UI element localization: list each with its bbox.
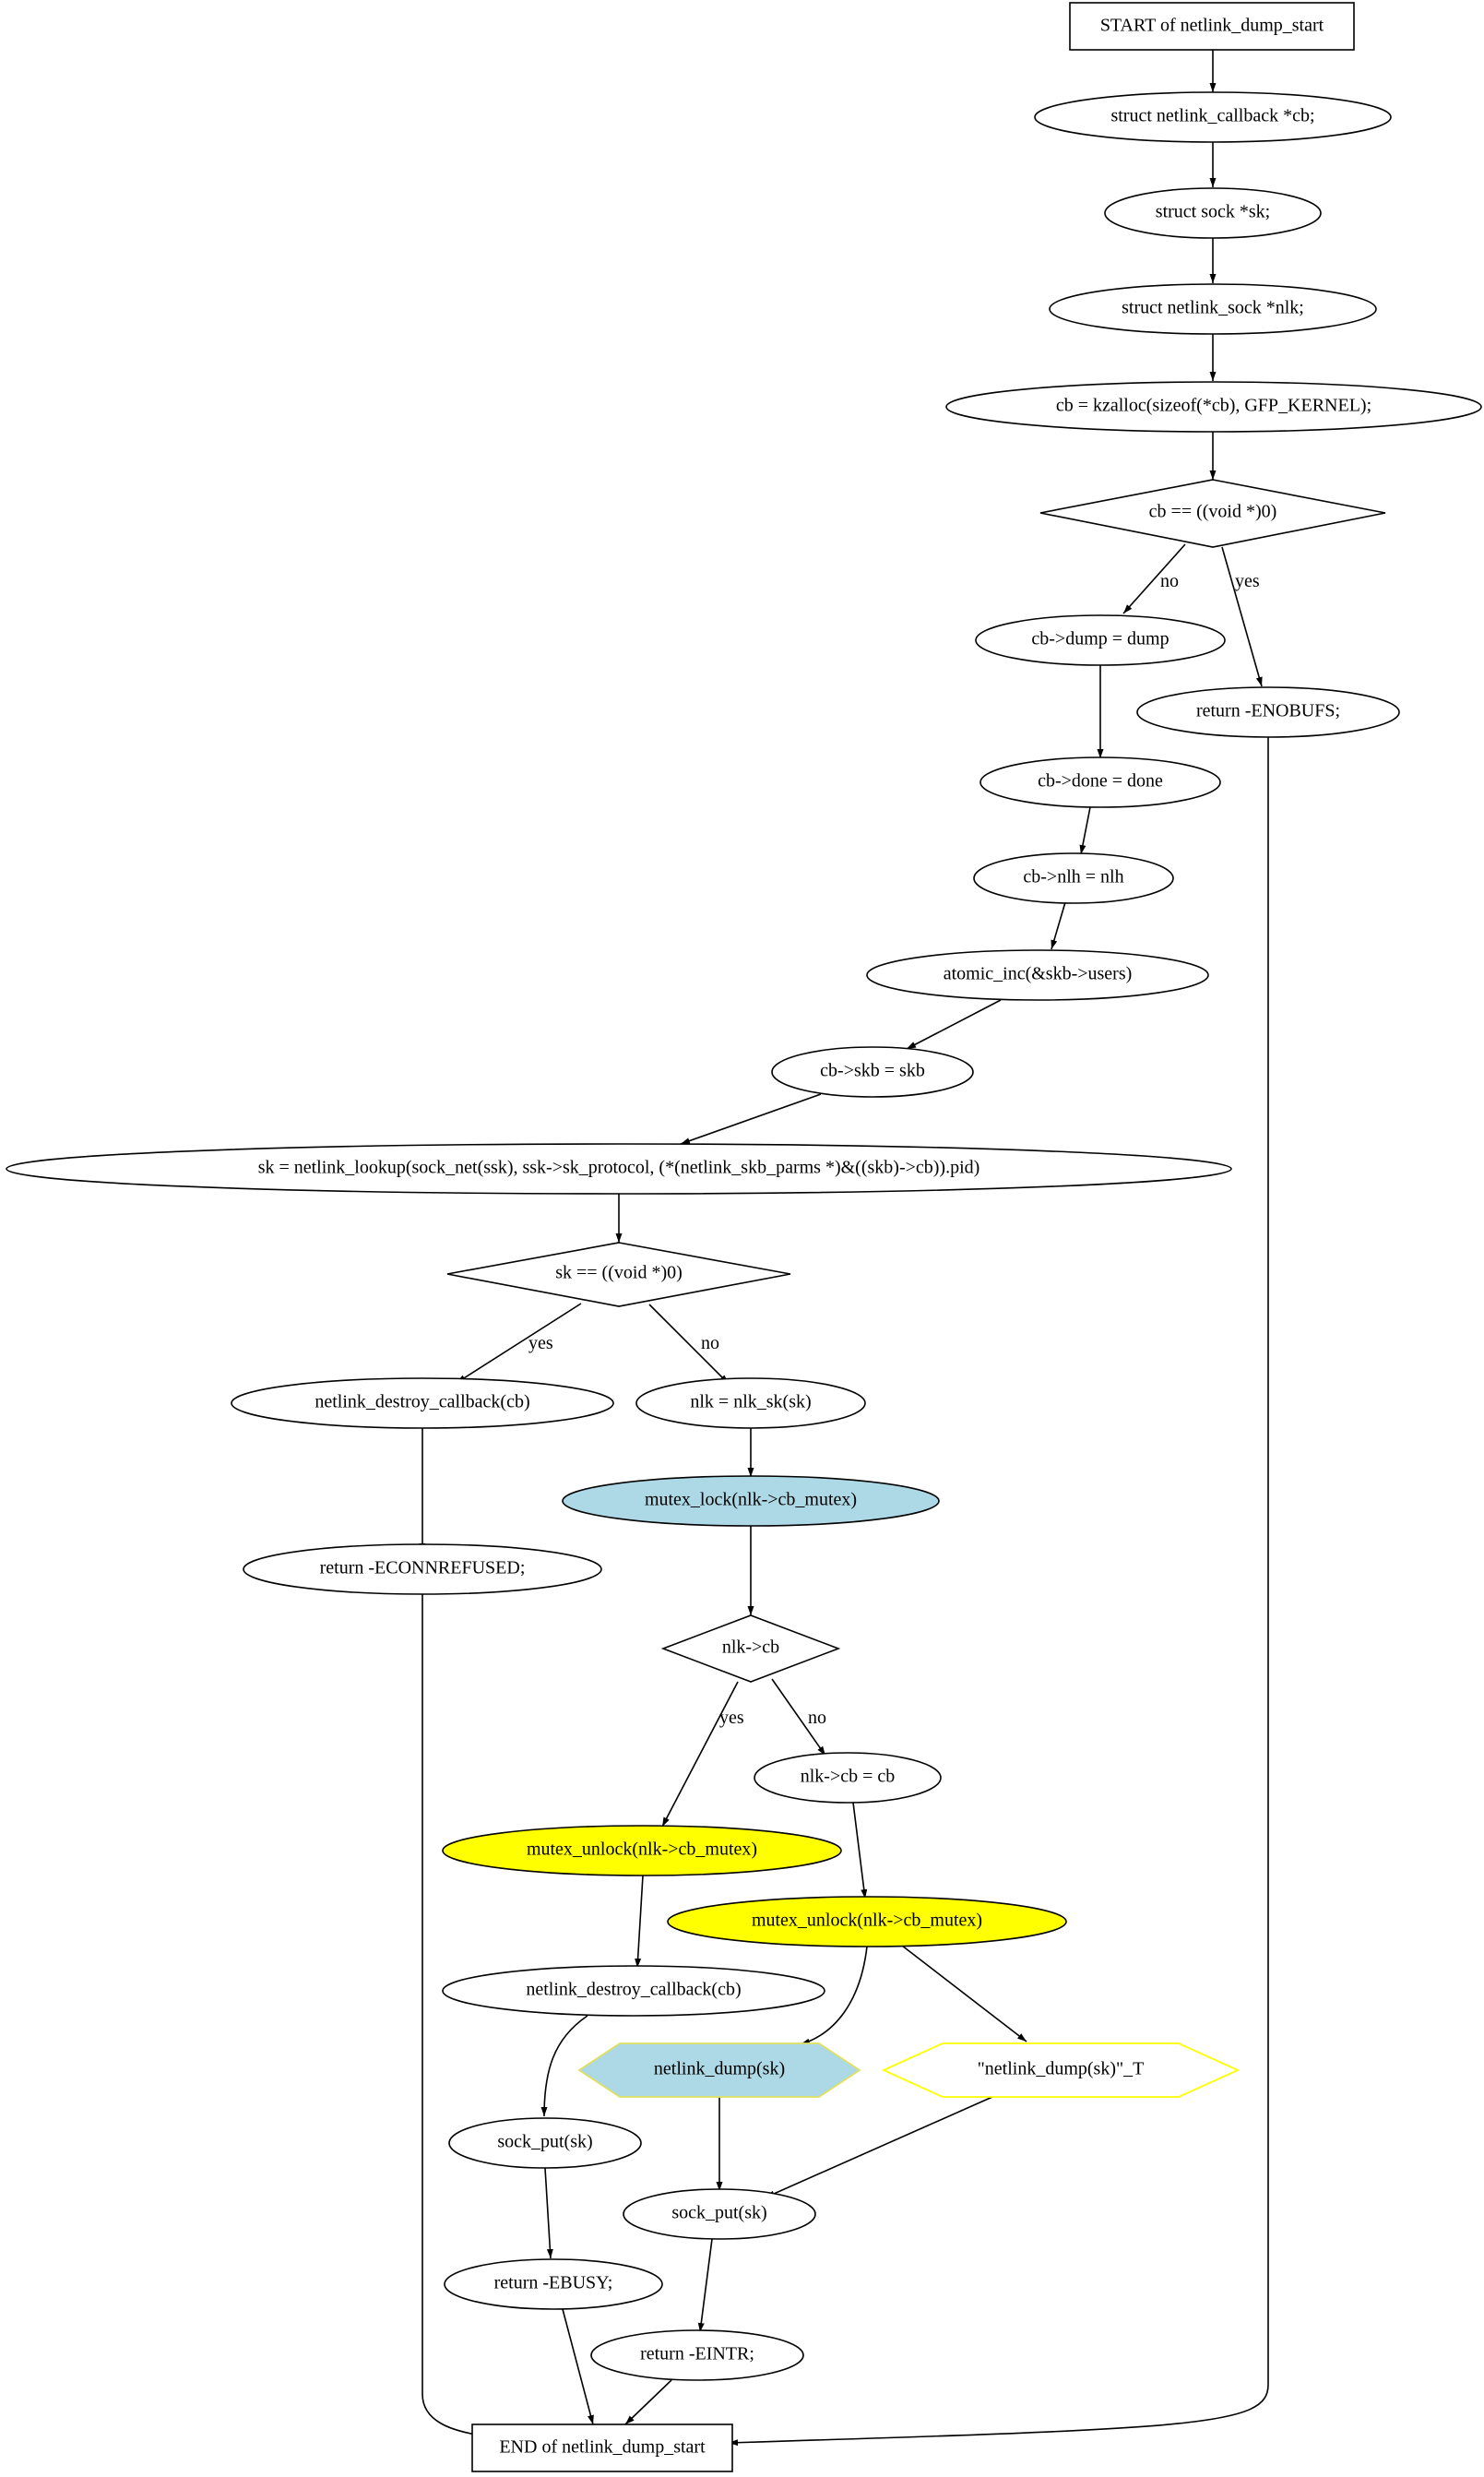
node-set-skb-label: cb->skb = skb <box>820 1061 925 1081</box>
node-dump-sk-label: netlink_dump(sk) <box>654 2059 785 2079</box>
node-sock-put-2-label: sock_put(sk) <box>671 2203 766 2223</box>
node-end: END of netlink_dump_start <box>471 2423 733 2472</box>
node-mutex-lock-label: mutex_lock(nlk->cb_mutex) <box>645 1490 857 1510</box>
edge-cb-null-no <box>1122 543 1186 614</box>
node-start-label: START of netlink_dump_start <box>1100 16 1324 36</box>
edge-nlk-cb-yes <box>661 1681 739 1828</box>
node-cb-null: cb == ((void *)0) <box>1039 479 1386 548</box>
node-mutex-lock: mutex_lock(nlk->cb_mutex) <box>562 1475 940 1527</box>
node-alloc-cb-label: cb = kzalloc(sizeof(*cb), GFP_KERNEL); <box>1056 396 1371 416</box>
edge-atomic-to-set-skb <box>906 999 1002 1050</box>
edge-set-nlh-to-atomic <box>1051 901 1066 950</box>
node-sk-null: sk == ((void *)0) <box>446 1242 791 1307</box>
node-dump-sk-t: "netlink_dump(sk)"_T <box>881 2042 1241 2098</box>
node-set-nlk-cb: nlk->cb = cb <box>754 1752 942 1804</box>
node-set-skb: cb->skb = skb <box>771 1046 974 1098</box>
edge-set-done-to-set-nlh <box>1079 806 1091 855</box>
node-set-nlh-label: cb->nlh = nlh <box>1023 867 1123 887</box>
edge-labels: no yes yes no yes no <box>528 571 1260 1728</box>
node-set-dump: cb->dump = dump <box>975 614 1226 666</box>
node-ret-enobufs: return -ENOBUFS; <box>1136 686 1400 738</box>
node-decl-nlk-label: struct netlink_sock *nlk; <box>1122 298 1304 318</box>
node-decl-cb-label: struct netlink_callback *cb; <box>1110 106 1314 126</box>
node-unlock-yes-label: mutex_unlock(nlk->cb_mutex) <box>527 1840 757 1860</box>
edge-unlock-no-to-dump-sk-t <box>901 1945 1027 2042</box>
edges <box>419 50 1269 2447</box>
node-set-done: cb->done = done <box>979 756 1221 808</box>
edge-econnrefused-to-end <box>421 1594 482 2437</box>
node-unlock-yes: mutex_unlock(nlk->cb_mutex) <box>442 1825 842 1876</box>
node-lookup: sk = netlink_lookup(sock_net(ssk), ssk->… <box>6 1143 1232 1195</box>
node-ret-eintr: return -EINTR; <box>590 2329 804 2381</box>
node-decl-sk-label: struct sock *sk; <box>1156 202 1270 222</box>
node-destroy-cb-2: netlink_destroy_callback(cb) <box>442 1965 825 2017</box>
node-atomic-inc-label: atomic_inc(&skb->users) <box>944 964 1133 984</box>
edge-label-cb-null-yes: yes <box>1235 571 1260 591</box>
node-dump-sk: netlink_dump(sk) <box>577 2042 861 2098</box>
edge-label-nlk-cb-no: no <box>808 1708 826 1728</box>
node-decl-nlk: struct netlink_sock *nlk; <box>1049 283 1377 335</box>
node-ret-enobufs-label: return -ENOBUFS; <box>1196 701 1340 721</box>
node-decl-sk: struct sock *sk; <box>1104 187 1322 239</box>
node-unlock-no-label: mutex_unlock(nlk->cb_mutex) <box>752 1911 982 1931</box>
node-nlk-sk: nlk = nlk_sk(sk) <box>635 1377 866 1429</box>
node-ret-eintr-label: return -EINTR; <box>640 2344 754 2364</box>
node-lookup-label: sk = netlink_lookup(sock_net(ssk), ssk->… <box>258 1158 980 1178</box>
edge-unlock-no-to-dump-sk <box>800 1946 868 2045</box>
node-end-label: END of netlink_dump_start <box>499 2437 706 2458</box>
edge-set-nlk-cb-to-unlock-no <box>852 1802 868 1899</box>
edge-eintr-to-end <box>624 2379 672 2425</box>
edge-cb-null-yes <box>1221 546 1263 687</box>
node-dump-sk-t-label: "netlink_dump(sk)"_T <box>978 2059 1145 2079</box>
node-set-nlh: cb->nlh = nlh <box>973 852 1174 904</box>
edge-label-sk-null-no: no <box>701 1333 719 1353</box>
node-destroy-cb-1-label: netlink_destroy_callback(cb) <box>315 1392 529 1412</box>
node-alloc-cb: cb = kzalloc(sizeof(*cb), GFP_KERNEL); <box>945 381 1482 433</box>
node-set-done-label: cb->done = done <box>1038 771 1163 792</box>
node-ret-econnrefused: return -ECONNREFUSED; <box>243 1543 602 1595</box>
node-set-nlk-cb-label: nlk->cb = cb <box>801 1767 896 1787</box>
node-destroy-cb-2-label: netlink_destroy_callback(cb) <box>526 1980 741 2000</box>
node-sock-put-1-label: sock_put(sk) <box>497 2132 592 2152</box>
node-atomic-inc: atomic_inc(&skb->users) <box>866 949 1209 1001</box>
node-sk-null-label: sk == ((void *)0) <box>555 1263 683 1283</box>
edge-ebusy-to-end <box>562 2308 594 2425</box>
edge-destroy2-to-sock-put1 <box>540 2015 588 2117</box>
node-decl-cb: struct netlink_callback *cb; <box>1034 91 1392 143</box>
node-unlock-no: mutex_unlock(nlk->cb_mutex) <box>667 1896 1067 1947</box>
edge-label-sk-null-yes: yes <box>528 1333 553 1353</box>
edge-set-skb-to-lookup <box>680 1093 822 1145</box>
node-ret-ebusy-label: return -EBUSY; <box>494 2273 613 2293</box>
node-ret-econnrefused-label: return -ECONNREFUSED; <box>320 1558 526 1578</box>
node-set-dump-label: cb->dump = dump <box>1031 629 1169 649</box>
edge-dump-sk-t-to-sock-put2 <box>765 2096 993 2198</box>
node-ret-ebusy: return -EBUSY; <box>444 2258 663 2310</box>
node-start: START of netlink_dump_start <box>1069 2 1355 51</box>
edge-nlk-cb-no <box>771 1678 826 1757</box>
edge-label-cb-null-no: no <box>1160 571 1179 591</box>
nodes: START of netlink_dump_start struct netli… <box>6 2 1482 2472</box>
edge-sock-put1-to-ebusy <box>544 2167 553 2259</box>
edge-enobufs-to-end <box>728 737 1269 2447</box>
edge-sk-null-yes <box>456 1303 582 1384</box>
edge-label-nlk-cb-yes: yes <box>719 1708 744 1728</box>
node-sock-put-1: sock_put(sk) <box>448 2117 642 2169</box>
node-nlk-sk-label: nlk = nlk_sk(sk) <box>690 1392 811 1412</box>
node-nlk-cb: nlk->cb <box>660 1614 841 1683</box>
edge-sock-put2-to-eintr <box>697 2238 713 2333</box>
node-destroy-cb-1: netlink_destroy_callback(cb) <box>231 1377 614 1429</box>
node-cb-null-label: cb == ((void *)0) <box>1149 502 1277 522</box>
edge-sk-null-no <box>648 1304 730 1385</box>
edge-unlock-yes-to-destroy2 <box>635 1875 644 1969</box>
node-nlk-cb-label: nlk->cb <box>722 1637 779 1658</box>
node-sock-put-2: sock_put(sk) <box>623 2188 816 2240</box>
